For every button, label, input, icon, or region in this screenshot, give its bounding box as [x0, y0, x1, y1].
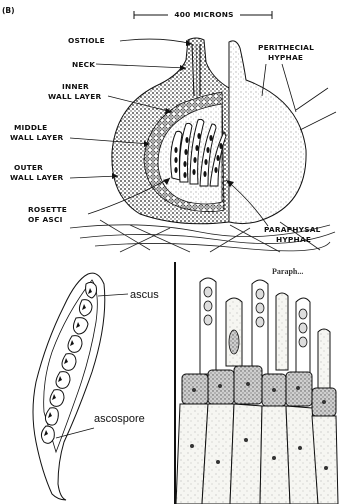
label-middle-1: MIDDLE	[14, 123, 47, 132]
label-outer-1: OUTER	[14, 163, 43, 172]
ascus-diagram: ascus ascospore	[0, 262, 170, 504]
label-neck: NECK	[72, 60, 95, 69]
label-paraphysal-1: PARAPHYSAL	[264, 225, 321, 234]
label-perithecial-2: HYPHAE	[268, 53, 303, 62]
label-ostiole: OSTIOLE	[68, 36, 105, 45]
label-inner-2: WALL LAYER	[48, 92, 101, 101]
label-inner-1: INNER	[62, 82, 89, 91]
scale-bar: 400 MICRONS	[134, 8, 272, 20]
ascus-figure: ascus ascospore	[0, 262, 170, 504]
label-rosette-1: ROSETTE	[28, 205, 67, 214]
label-ascospore: ascospore	[94, 413, 145, 425]
paraphyses-diagram: Paraph...	[172, 262, 339, 504]
ascus-wall	[33, 273, 105, 500]
label-ascus: ascus	[130, 289, 159, 301]
label-middle-2: WALL LAYER	[10, 133, 63, 142]
label-outer-2: WALL LAYER	[10, 173, 63, 182]
partial-label: Paraph...	[272, 267, 303, 276]
perithecium-figure: (B) 400 MICRONS	[0, 0, 339, 262]
perithecium-diagram: (B) 400 MICRONS	[0, 0, 339, 262]
tissue-cells	[176, 404, 338, 504]
perithecium-surface	[229, 41, 336, 224]
scale-label: 400 MICRONS	[174, 10, 233, 19]
panel-letter: (B)	[2, 6, 15, 15]
label-rosette-2: OF ASCI	[28, 215, 63, 224]
label-perithecial-1: PERITHECIAL	[258, 43, 314, 52]
label-paraphysal-2: HYPHAE	[276, 235, 311, 244]
paraphyses-figure: Paraph...	[172, 262, 339, 504]
